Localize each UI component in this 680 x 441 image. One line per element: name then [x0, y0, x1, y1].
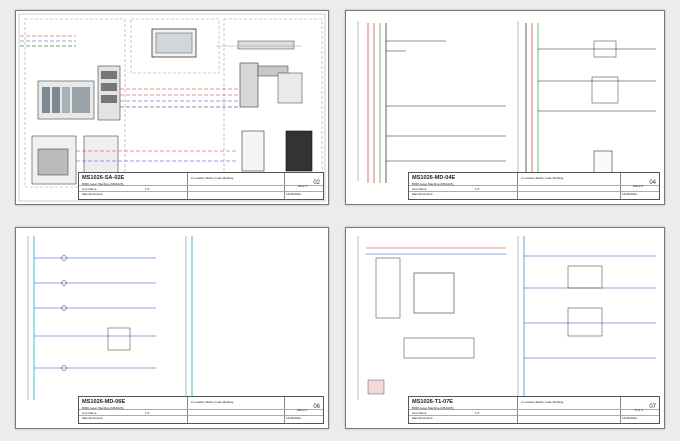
- sheet-md-04: MS1026-MD-04E B360 Laser Machine (MS1026…: [345, 10, 665, 205]
- page-ref: MD-2.2: [633, 184, 643, 188]
- sheet-number: 04: [649, 180, 656, 186]
- drawing-title: Main Enclosure: [82, 416, 103, 420]
- sa-layout-drawing: [18, 13, 326, 202]
- customer-text: 2 Location Matrix Code Marking: [191, 176, 234, 180]
- title-block: MS1026-MD-06E B360 Laser Machine (MS1026…: [78, 396, 324, 424]
- project-name: Line Name: [412, 187, 427, 191]
- drawing-number: MS1026-SA-02E: [82, 175, 125, 181]
- revision: 1.0: [475, 411, 480, 415]
- customer-text: 2 Location Matrix Code Marking: [521, 400, 564, 404]
- md04-schematic: [357, 21, 656, 183]
- page-ref: MD-3.1: [297, 408, 307, 412]
- project-name: Line Name: [412, 411, 427, 415]
- revision: 1.0: [475, 187, 480, 191]
- title-block: MS1026-SA-02E B360 Laser Machine (MS1026…: [78, 172, 324, 200]
- sheet-number: 02: [313, 180, 320, 186]
- title-block: MS1026-T1-07E B360 Laser Machine (MS1026…: [408, 396, 660, 424]
- page-ref: T1-1.1: [634, 408, 643, 412]
- drawing-description: B360 Laser Machine (MS1026): [82, 406, 124, 410]
- drawing-description: B360 Laser Machine (MS1026): [82, 182, 124, 186]
- date: 12/05/2022: [285, 416, 301, 420]
- sheet-t1-07: MS1026-T1-07E B360 Laser Machine (MS1026…: [345, 227, 665, 429]
- date: 12/05/2022: [621, 192, 637, 196]
- sheet-number: 07: [649, 404, 656, 410]
- customer-text: 2 Location Matrix Code Marking: [521, 176, 564, 180]
- revision: 1.0: [145, 187, 150, 191]
- page-ref: SA-2.1: [297, 184, 307, 188]
- sheet-md-06: MS1026-MD-06E B360 Laser Machine (MS1026…: [15, 227, 329, 429]
- drawing-title: Main Enclosure: [82, 192, 103, 196]
- project-name: Line Name: [82, 411, 97, 415]
- sheet-sa-02: MS1026-SA-02E B360 Laser Machine (MS1026…: [15, 10, 329, 205]
- revision: 1.0: [145, 411, 150, 415]
- date: 12/05/2022: [285, 192, 301, 196]
- drawing-description: B360 Laser Machine (MS1026): [412, 182, 454, 186]
- md06-schematic: [27, 236, 193, 400]
- t107-schematic: [357, 236, 656, 400]
- sheet-number: 06: [313, 404, 320, 410]
- drawing-description: B360 Laser Machine (MS1026): [412, 406, 454, 410]
- drawing-number: MS1026-MD-04E: [412, 175, 456, 181]
- title-block: MS1026-MD-04E B360 Laser Machine (MS1026…: [408, 172, 660, 200]
- drawing-number: MS1026-T1-07E: [412, 399, 454, 405]
- date: 12/05/2022: [621, 416, 637, 420]
- project-name: Line Name: [82, 187, 97, 191]
- drawing-title: Main Enclosure: [412, 192, 433, 196]
- customer-text: 2 Location Matrix Code Marking: [191, 400, 234, 404]
- drawing-number: MS1026-MD-06E: [82, 399, 126, 405]
- drawing-title: Main Enclosure: [412, 416, 433, 420]
